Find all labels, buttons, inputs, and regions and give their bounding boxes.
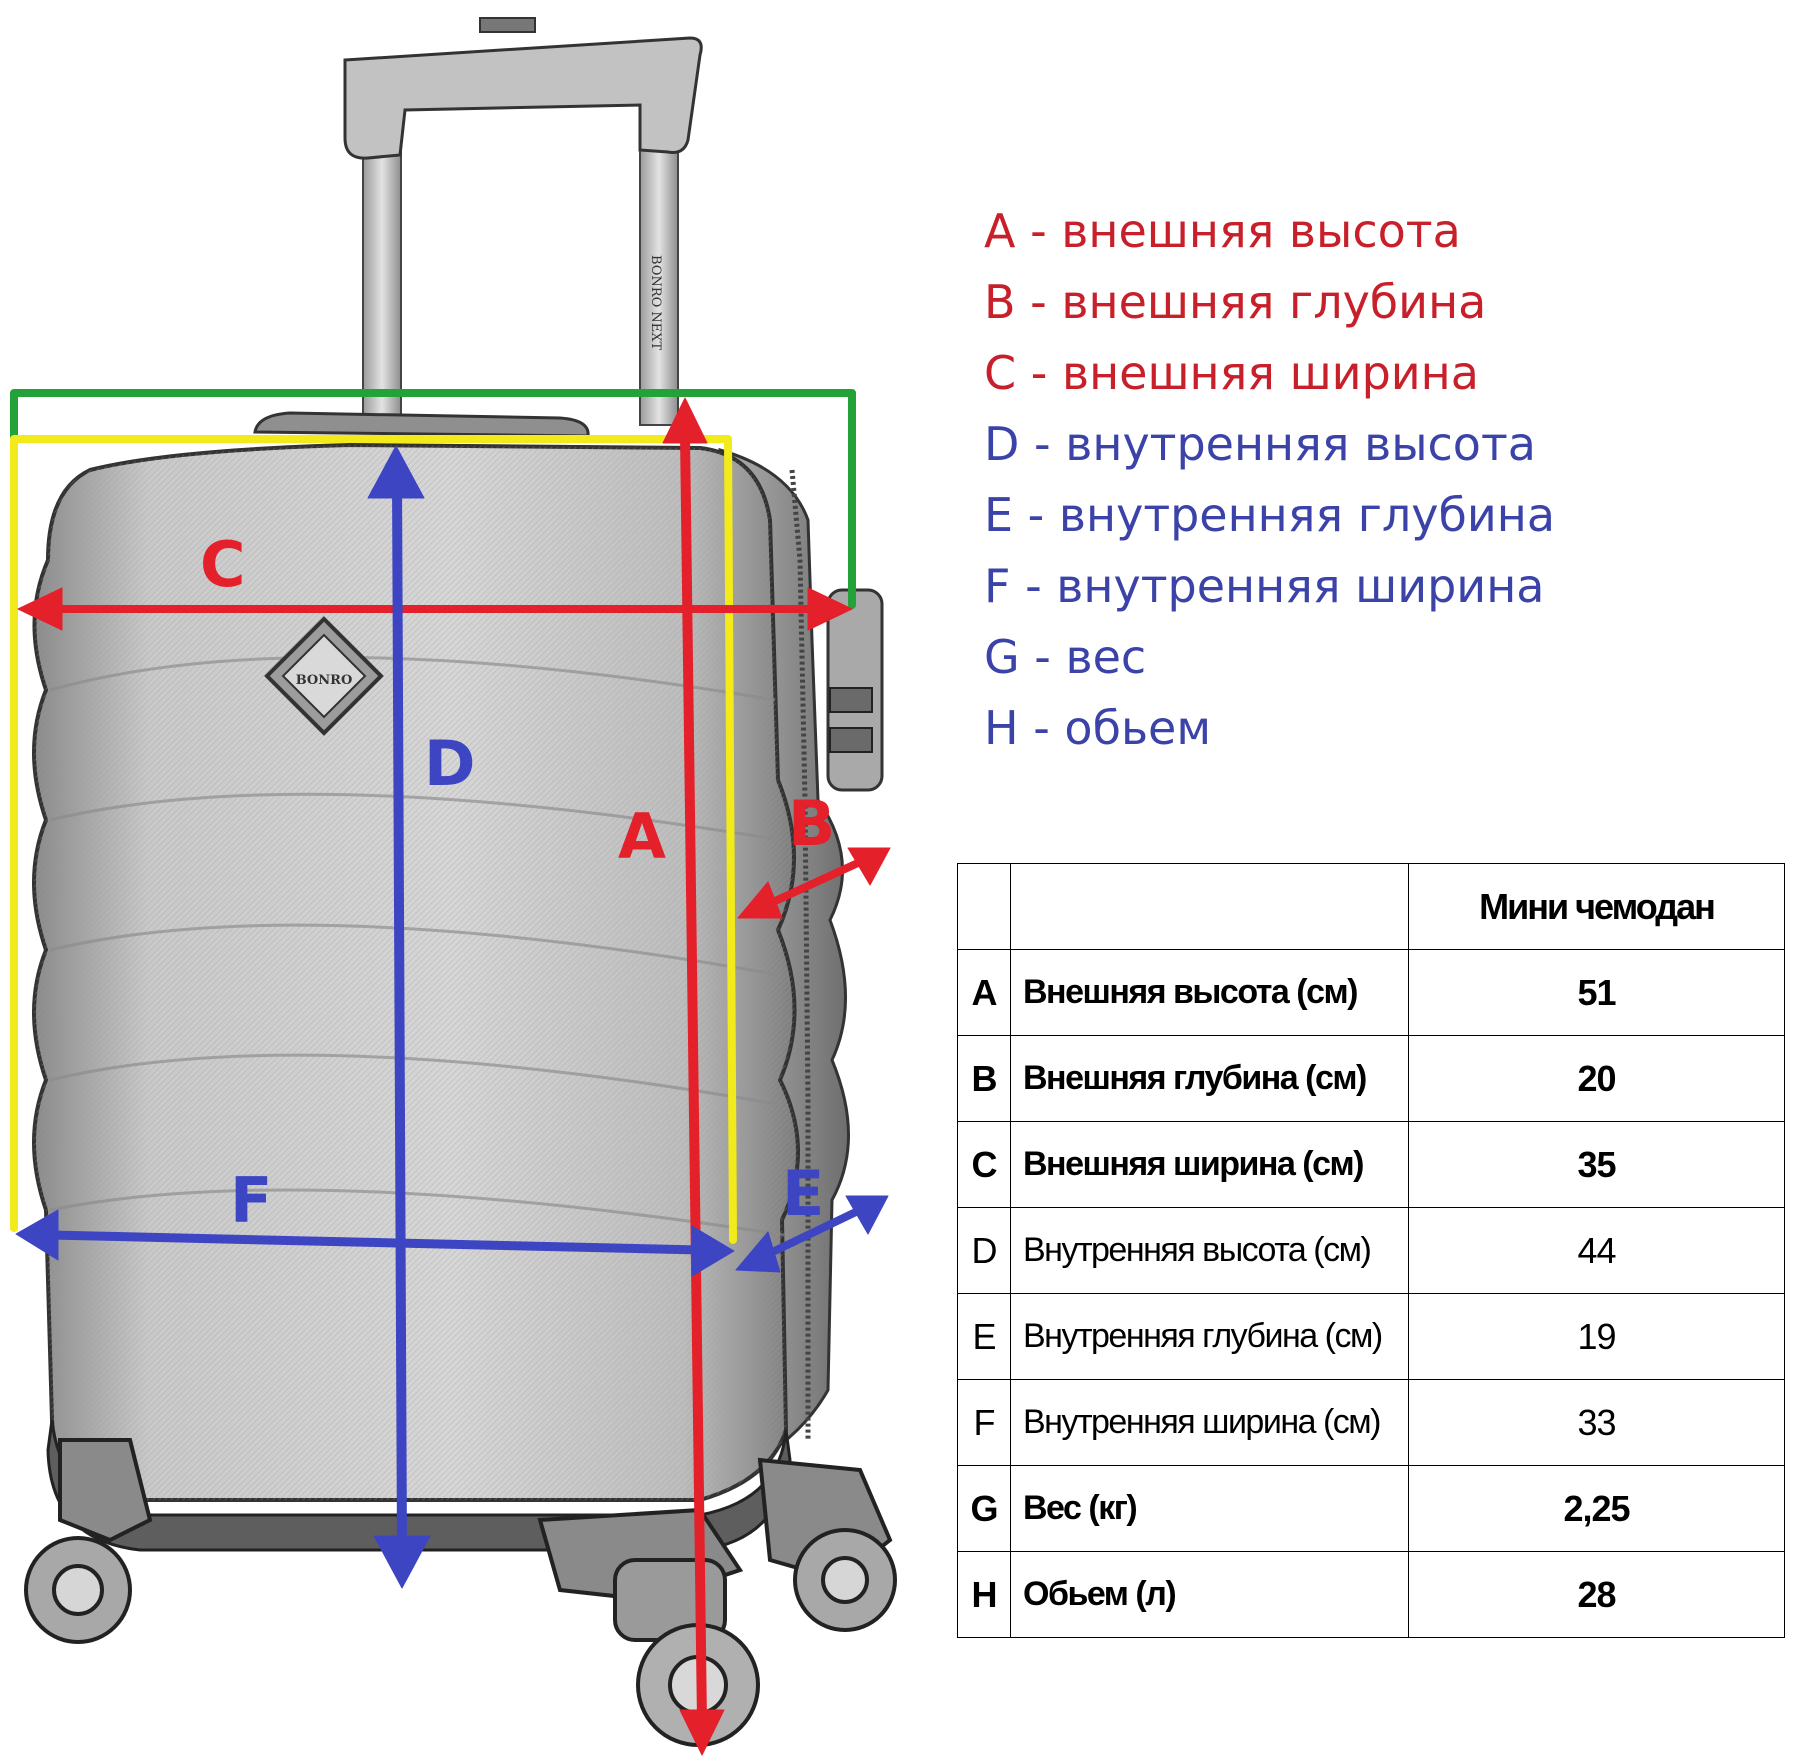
row-key: B xyxy=(957,1035,1011,1122)
row-label: Внутренняя высота (см) xyxy=(1010,1207,1409,1294)
table-row: H Обьем (л) 28 xyxy=(957,1551,1785,1638)
legend-item-c: C - внешняя ширина xyxy=(984,346,1479,400)
table-row: F Внутренняя ширина (см) 33 xyxy=(957,1379,1785,1466)
inner-width-guide xyxy=(10,435,737,1244)
legend-item-b: B - внешняя глубина xyxy=(984,275,1487,329)
row-label: Внутренняя глубина (см) xyxy=(1010,1293,1409,1380)
handle-brand-text: BONRO NEXT xyxy=(648,255,663,351)
header-label-cell xyxy=(1010,863,1409,950)
table-row: D Внутренняя высота (см) 44 xyxy=(957,1207,1785,1294)
row-key: C xyxy=(957,1121,1011,1208)
brand-badge: BONRO xyxy=(264,616,384,736)
dimension-legend: A - внешняя высота B - внешняя глубина C… xyxy=(984,196,1555,764)
measurement-overlays: C A B D F E xyxy=(10,389,891,1756)
header-key-cell xyxy=(957,863,1011,950)
row-value: 2,25 xyxy=(1408,1465,1785,1552)
row-value: 19 xyxy=(1408,1293,1785,1380)
table-row: G Вес (кг) 2,25 xyxy=(957,1465,1785,1552)
brand-badge-text: BONRO xyxy=(296,673,353,688)
legend-item-g: G - вес xyxy=(984,630,1147,684)
row-key: H xyxy=(957,1551,1011,1638)
row-key: F xyxy=(957,1379,1011,1466)
row-label: Внешняя ширина (см) xyxy=(1010,1121,1409,1208)
row-label: Обьем (л) xyxy=(1010,1551,1409,1638)
row-label: Внутренняя ширина (см) xyxy=(1010,1379,1409,1466)
dimension-e-arrow xyxy=(735,1195,889,1273)
dimension-a-letter: A xyxy=(618,800,666,873)
dimension-b-letter: B xyxy=(788,787,835,860)
spec-table: Мини чемодан A Внешняя высота (см) 51 B … xyxy=(957,863,1785,1638)
dimension-b-arrow xyxy=(737,847,891,919)
row-key: G xyxy=(957,1465,1011,1552)
dimension-f-letter: F xyxy=(230,1164,272,1237)
dimension-e-letter: E xyxy=(782,1157,824,1230)
legend-item-e: E - внутренняя глубина xyxy=(984,488,1556,542)
row-label: Внешняя высота (см) xyxy=(1010,949,1409,1036)
table-row: B Внешняя глубина (см) 20 xyxy=(957,1035,1785,1122)
dimension-d-letter: D xyxy=(424,727,475,800)
header-model-cell: Мини чемодан xyxy=(1408,863,1785,950)
row-label: Внешняя глубина (см) xyxy=(1010,1035,1409,1122)
row-key: A xyxy=(957,949,1011,1036)
dimension-f-arrow xyxy=(15,1209,735,1277)
table-header-row: Мини чемодан xyxy=(957,863,1785,950)
dimension-c-letter: C xyxy=(200,528,246,601)
row-key: E xyxy=(957,1293,1011,1380)
row-value: 28 xyxy=(1408,1551,1785,1638)
row-key: D xyxy=(957,1207,1011,1294)
dimension-d-arrow xyxy=(367,445,431,1589)
table-row: E Внутренняя глубина (см) 19 xyxy=(957,1293,1785,1380)
row-value: 33 xyxy=(1408,1379,1785,1466)
legend-item-h: H - обьем xyxy=(984,701,1212,755)
combination-lock xyxy=(826,588,884,792)
wheels xyxy=(24,1438,897,1747)
dimension-a-arrow xyxy=(662,397,725,1756)
suitcase-illustration: BONRO NEXT xyxy=(24,17,897,1747)
row-value: 35 xyxy=(1408,1121,1785,1208)
row-value: 44 xyxy=(1408,1207,1785,1294)
legend-item-d: D - внутренняя высота xyxy=(984,417,1536,471)
telescopic-handle: BONRO NEXT xyxy=(343,17,703,426)
row-value: 20 xyxy=(1408,1035,1785,1122)
row-value: 51 xyxy=(1408,949,1785,1036)
table-row: A Внешняя высота (см) 51 xyxy=(957,949,1785,1036)
row-label: Вес (кг) xyxy=(1010,1465,1409,1552)
legend-item-a: A - внешняя высота xyxy=(984,204,1461,258)
table-row: C Внешняя ширина (см) 35 xyxy=(957,1121,1785,1208)
legend-item-f: F - внутренняя ширина xyxy=(984,559,1545,613)
